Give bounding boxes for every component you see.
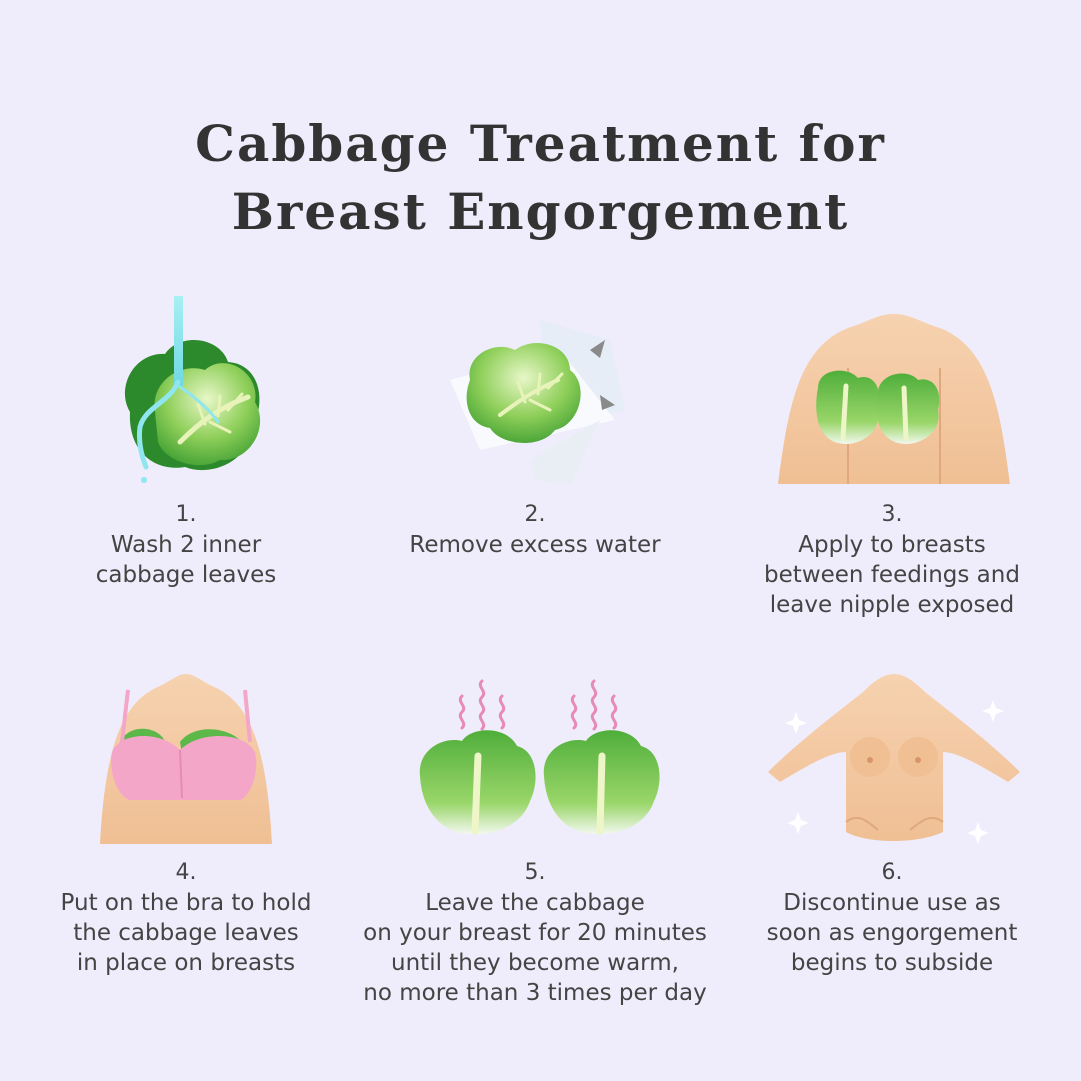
- page-title: Cabbage Treatment for Breast Engorgement: [0, 110, 1081, 246]
- step-5: 5. Leave the cabbage on your breast for …: [355, 858, 715, 1008]
- title-line-1: Cabbage Treatment for: [195, 114, 886, 173]
- title-line-2: Breast Engorgement: [231, 182, 850, 241]
- relief-illustration: [768, 674, 1020, 844]
- step-text: Remove excess water: [409, 532, 661, 558]
- step-text: Discontinue use as soon as engorgement b…: [766, 890, 1018, 976]
- step-text: Leave the cabbage on your breast for 20 …: [363, 890, 707, 1006]
- sparkle-icon: [785, 700, 1004, 844]
- step-number: 5.: [524, 860, 546, 885]
- step-text: Apply to breasts between feedings and le…: [764, 532, 1020, 618]
- cabbage-icon: [466, 342, 581, 443]
- cabbage-washing-illustration: [124, 296, 261, 483]
- step-number: 2.: [524, 502, 546, 527]
- bra-icon: [111, 689, 257, 800]
- step-2: 2. Remove excess water: [355, 500, 715, 560]
- step-3: 3. Apply to breasts between feedings and…: [712, 500, 1072, 620]
- water-stream-icon: [137, 296, 220, 483]
- step-number: 3.: [881, 502, 903, 527]
- step-number: 6.: [881, 860, 903, 885]
- bra-illustration: [100, 674, 272, 844]
- step-text: Wash 2 inner cabbage leaves: [95, 532, 277, 588]
- cabbage-icon: [124, 340, 261, 471]
- paper-towel-illustration: [450, 320, 625, 485]
- cabbage-icon: [543, 730, 660, 835]
- step-text: Put on the bra to hold the cabbage leave…: [60, 890, 312, 976]
- step-4: 4. Put on the bra to hold the cabbage le…: [6, 858, 366, 978]
- cabbage-icon: [816, 370, 880, 444]
- cabbage-icon: [876, 373, 940, 444]
- step-number: 1.: [175, 502, 197, 527]
- cabbage-icon: [419, 730, 536, 835]
- step-6: 6. Discontinue use as soon as engorgemen…: [712, 858, 1072, 978]
- step-1: 1. Wash 2 inner cabbage leaves: [6, 500, 366, 590]
- torso-cabbage-illustration: [778, 314, 1010, 484]
- warm-cabbage-illustration: [419, 679, 660, 835]
- torso-icon: [768, 674, 1020, 841]
- heat-waves-icon: [458, 679, 618, 731]
- step-number: 4.: [175, 860, 197, 885]
